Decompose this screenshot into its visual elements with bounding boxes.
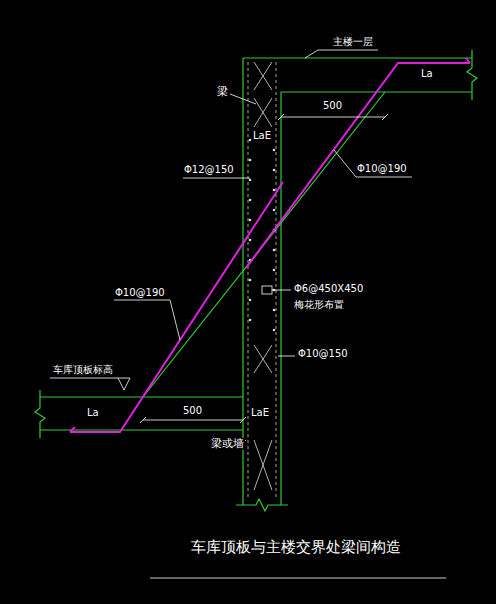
- drawing-label: La: [420, 68, 434, 80]
- drawing-label: La: [86, 407, 100, 419]
- rebar-dots: [273, 329, 276, 332]
- rebar-dots: [249, 219, 252, 222]
- drawing-label: 梁: [216, 86, 229, 98]
- leader-lines: [230, 94, 256, 104]
- rebar-dots: [273, 209, 276, 212]
- drawing-label: Φ10@150: [297, 348, 349, 360]
- drawing-label: Φ12@150: [183, 164, 235, 176]
- rebar-dots: [249, 299, 252, 302]
- stirrup-lines: [248, 62, 276, 500]
- drawing-caption: 车库顶板与主楼交界处梁间构造: [148, 538, 444, 556]
- dimension-lines: [281, 117, 385, 118]
- leader-lines: [50, 378, 130, 390]
- rebar-dots: [249, 179, 252, 182]
- drawing-label: 梁或墙: [210, 438, 245, 450]
- rebar-dots: [273, 269, 276, 272]
- rebar-dots: [249, 139, 252, 142]
- rebar-dots: [273, 169, 276, 172]
- leader-lines: [334, 150, 412, 177]
- rebar: [466, 58, 470, 63]
- section-cross: [254, 62, 272, 490]
- leader-lines: [305, 50, 378, 58]
- section-cross: [254, 98, 272, 127]
- dimension-lines: [140, 114, 388, 423]
- leader-lines: [262, 286, 272, 294]
- drawing-label: LaE: [252, 130, 272, 142]
- drawing-label: 梅花形布置: [293, 299, 345, 311]
- drawing-label: LaE: [250, 407, 270, 419]
- concrete-outline: [236, 499, 288, 511]
- leader-lines: [183, 178, 250, 179]
- drawing-label: Φ6@450X450: [293, 283, 364, 295]
- concrete-outline: [35, 390, 45, 438]
- leader-lines: [150, 578, 446, 579]
- rebar-dots: [273, 189, 276, 192]
- rebar-dots: [249, 279, 252, 282]
- drawing-label: 500: [322, 100, 343, 112]
- rebar-dots: [273, 249, 276, 252]
- concrete-outline: [467, 50, 477, 100]
- dimension-lines: [140, 417, 246, 423]
- concrete-outline: [280, 92, 281, 505]
- dimension-lines: [278, 114, 388, 120]
- section-cross: [254, 345, 272, 373]
- rebar-dots: [249, 239, 252, 242]
- concrete-outline: [243, 57, 472, 58]
- rebar: [70, 58, 470, 432]
- stirrup-lines: [248, 62, 249, 500]
- concrete-outline: [35, 50, 477, 511]
- drawing-label: Φ10@190: [114, 287, 166, 299]
- rebar: [246, 63, 470, 268]
- rebar-dots: [249, 199, 252, 202]
- rebar-dots: [273, 149, 276, 152]
- leader-lines: [50, 50, 446, 578]
- stirrup-lines: [276, 62, 277, 500]
- drawing-label: 主楼一层: [332, 36, 374, 48]
- rebar-dots: [249, 319, 252, 322]
- rebar-dots: [249, 159, 252, 162]
- leader-lines: [272, 290, 291, 291]
- section-cross: [254, 440, 272, 490]
- rebar: [70, 427, 75, 432]
- drawing-label: 车库顶板标高: [52, 364, 114, 376]
- drawing-label: 500: [182, 405, 203, 417]
- drawing-label: Φ10@190: [356, 163, 408, 175]
- section-cross: [254, 62, 272, 90]
- leader-lines: [114, 300, 180, 340]
- leader-lines: [278, 356, 295, 357]
- rebar: [70, 182, 283, 432]
- dimension-lines: [143, 420, 243, 421]
- rebar-dots: [273, 309, 276, 312]
